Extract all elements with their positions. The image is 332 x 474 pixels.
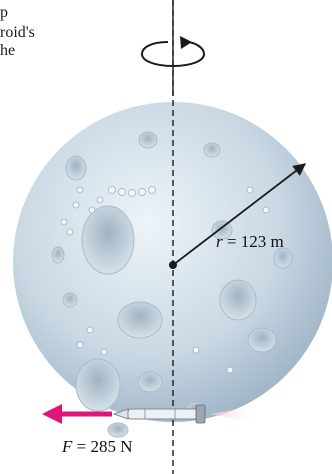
force-symbol: F (61, 437, 73, 456)
asteroid-small-pits (60, 186, 270, 374)
intro-text-fragment-3: he (0, 42, 16, 59)
force-arrow (42, 404, 112, 424)
rotation-arrow-icon (140, 36, 206, 68)
radius-value: = 123 m (223, 232, 284, 251)
intro-text-fragment-2: roid's (0, 24, 35, 41)
radius-label: r = 123 m (216, 232, 284, 251)
radius-symbol: r (216, 232, 223, 251)
force-value: = 285 N (72, 437, 132, 456)
force-label: F = 285 N (61, 437, 133, 456)
rocket-icon (112, 404, 258, 424)
center-point (169, 261, 177, 269)
radius-arrow (172, 163, 307, 266)
intro-text-fragment-1: p (0, 4, 8, 21)
asteroid-craters (51, 131, 293, 438)
